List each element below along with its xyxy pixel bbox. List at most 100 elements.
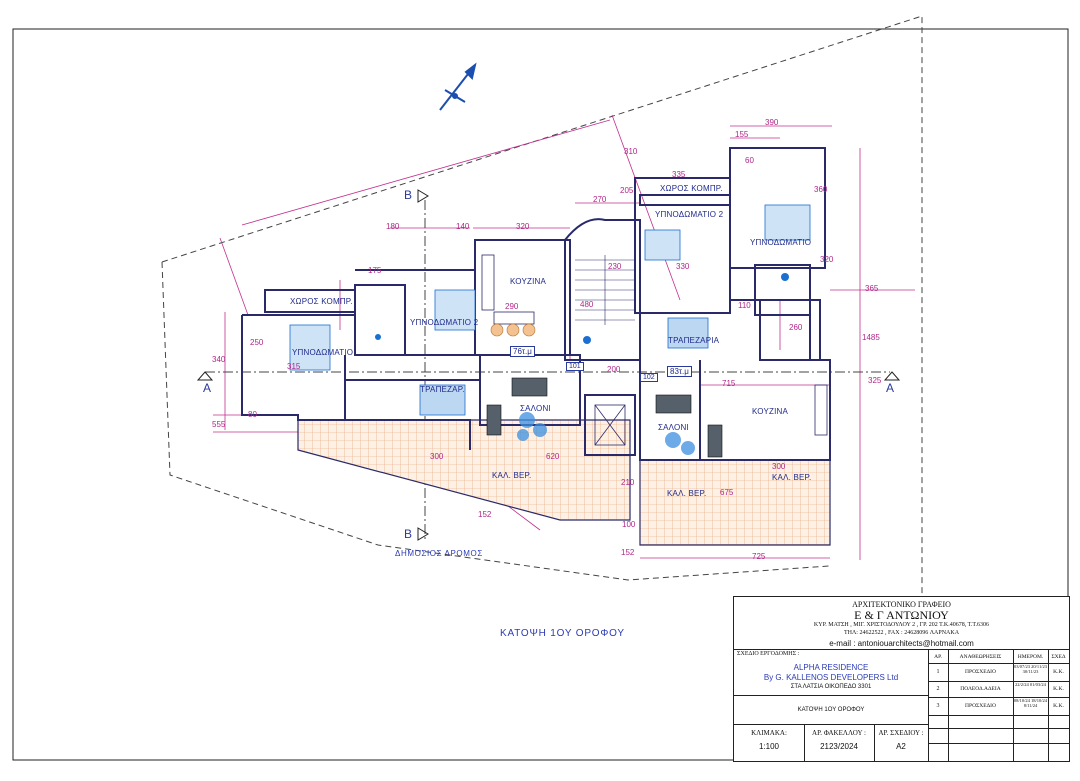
dimension-label: 330 xyxy=(676,262,690,271)
dimension-label: 340 xyxy=(212,355,226,364)
dimension-label: 480 xyxy=(580,300,594,309)
dimension-label: 210 xyxy=(621,478,635,487)
rev-3-by: Κ.Κ. xyxy=(1053,703,1064,709)
drawing-title: ΚΑΤΟΨΗ 1ΟΥ ΟΡΟΦΟΥ xyxy=(500,628,625,639)
dimension-label: 175 xyxy=(368,266,382,275)
dimension-label: 230 xyxy=(608,262,622,271)
scale-label: ΚΛΙΜΑΚΑ: xyxy=(751,729,787,737)
folder-value: 2123/2024 xyxy=(820,742,858,751)
dimension-label: 310 xyxy=(624,147,638,156)
rev-1-desc: ΠΡΟΣΧΕΔΙΟ xyxy=(965,669,996,675)
office-name-line1: ΑΡΧΙΤΕΚΤΟΝΙΚΟ ΓΡΑΦΕΙΟ xyxy=(852,600,951,609)
room-bedroom-1-left: ΥΠΝΟΔΩΜΑΤΙΟ xyxy=(292,348,354,357)
furniture-beds xyxy=(289,204,811,371)
dimension-label: 725 xyxy=(752,552,766,561)
room-veranda-right-2: ΚΑΛ. ΒΕΡ. xyxy=(772,473,812,482)
stairs xyxy=(575,255,635,325)
room-dining-left: ΤΡΑΠΕΖΑΡ. xyxy=(420,385,465,394)
dimension-label: 140 xyxy=(456,222,470,231)
dimension-label: 155 xyxy=(735,130,749,139)
folder-label: ΑΡ. ΦΑΚΕΛΛΟΥ : xyxy=(812,729,866,737)
rev-1-by: Κ.Κ. xyxy=(1053,669,1064,675)
section-marker-a-left: A xyxy=(203,381,212,395)
dimension-label: 620 xyxy=(546,452,560,461)
furniture-sofas xyxy=(486,377,723,458)
dimension-label: 300 xyxy=(772,462,786,471)
room-veranda-right-1: ΚΑΛ. ΒΕΡ. xyxy=(667,489,707,498)
dimension-label: 390 xyxy=(765,118,779,127)
office-phone: ΤΗΛ: 24622522 , FAX : 24628096 ΛΑΡΝΑΚΑ xyxy=(843,630,960,636)
office-address: ΚΥΡ. ΜΑΤΣΗ , ΜΙΓ. ΧΡΙΣΤΟΔΟΥΛΟΥ 2 , ΓΡ. 2… xyxy=(813,622,990,628)
dimension-label: 152 xyxy=(621,548,635,557)
veranda-left xyxy=(297,419,631,521)
dimension-label: 715 xyxy=(722,379,736,388)
rev-header-desc: ΑΝΑΘΕΩΡΗΣΕΙΣ xyxy=(959,654,1002,660)
project-name: ALPHA RESIDENCE xyxy=(793,663,869,672)
scale-value: 1:100 xyxy=(758,742,780,751)
furniture-tables xyxy=(419,317,709,416)
room-bedroom-2-right: ΥΠΝΟΔΩΜΑΤΙΟ 2 xyxy=(655,210,724,219)
section-marker-b-top: B xyxy=(404,188,413,202)
rev-header-no: ΑΡ. xyxy=(934,654,942,660)
dimension-label: 80 xyxy=(248,410,257,419)
dimension-label: 200 xyxy=(607,365,621,374)
office-email: e-mail : antoniouarchitects@hotmail.com xyxy=(829,639,974,648)
rev-header-by: ΣΧΕΔ xyxy=(1051,654,1066,660)
rev-3-desc: ΠΡΟΣΧΕΔΙΟ xyxy=(965,703,996,709)
section-marker-b-bottom: B xyxy=(404,527,413,541)
project-developer: By G. KALLENOS DEVELOPERS Ltd xyxy=(763,673,899,682)
room-kitchen-left: ΚΟΥΖΙΝΑ xyxy=(510,277,547,286)
dimension-label: 270 xyxy=(593,195,607,204)
rev-2-by: Κ.Κ. xyxy=(1053,686,1064,692)
plot-boundary-top xyxy=(161,15,923,758)
title-block: ΑΡΧΙΤΕΚΤΟΝΙΚΟ ΓΡΑΦΕΙΟ Ε & Γ ΑΝΤΩΝΙΟΥ ΚΥΡ… xyxy=(733,596,1070,762)
room-bedroom-2-left: ΥΠΝΟΔΩΜΑΤΙΟ 2 xyxy=(410,318,479,327)
area-badge-right: 83τ.μ xyxy=(667,366,692,377)
dimension-label: 260 xyxy=(789,323,803,332)
dimension-label: 320 xyxy=(820,255,834,264)
rev-1-no: 1 xyxy=(936,669,940,675)
north-arrow-icon xyxy=(439,62,477,111)
dimension-label: 100 xyxy=(622,520,636,529)
room-living-left: ΣΑΛΟΝΙ xyxy=(520,404,551,413)
dimension-label: 152 xyxy=(478,510,492,519)
dimension-label: 60 xyxy=(745,156,754,165)
dimension-label: 250 xyxy=(250,338,264,347)
dimension-label: 365 xyxy=(865,284,879,293)
rev-2-date: 22/2/24 01/03/24 xyxy=(1015,682,1046,687)
plot-boundary-bottom xyxy=(161,261,830,581)
rev-2-no: 2 xyxy=(936,686,940,692)
unit-number-left: 101 xyxy=(566,362,584,371)
furniture-rugs xyxy=(517,412,695,455)
dimension-label: 315 xyxy=(287,362,301,371)
drawing-number-value: A2 xyxy=(896,742,906,751)
section-label: ΣΧΕΔΙΟ ΕΡΓΟΔΟΜΗΣ : xyxy=(737,651,800,657)
sheet-title: ΚΑΤΟΨΗ 1ΟΥ ΟΡΟΦΟΥ xyxy=(797,707,865,713)
dimension-label: 110 xyxy=(738,301,751,310)
dimension-label: 290 xyxy=(505,302,519,311)
dimension-label: 555 xyxy=(212,420,226,429)
section-marker-a-right: A xyxy=(886,381,895,395)
dimension-label: 325 xyxy=(868,376,882,385)
room-bedroom-right: ΥΠΝΟΔΩΜΑΤΙΟ xyxy=(750,238,812,247)
dimension-label: 205 xyxy=(620,186,634,195)
room-kitchen-right: ΚΟΥΖΙΝΑ xyxy=(752,407,789,416)
sheet-border xyxy=(12,28,1069,761)
room-veranda-left: ΚΑΛ. ΒΕΡ. xyxy=(492,471,532,480)
dimension-label: 360 xyxy=(814,185,828,194)
dimension-label: 1485 xyxy=(862,333,880,342)
unit-number-right: 102 xyxy=(640,373,658,382)
dimension-label: 335 xyxy=(672,170,686,179)
street-label: ΔΗΜΟΣΙΟΣ ΔΡΟΜΟΣ xyxy=(395,549,483,558)
rev-3-date: 08/10/24 18/10/24 8/11/24 xyxy=(1013,698,1048,708)
room-storage-left: ΧΩΡΟΣ ΚΟΜΠΡ. xyxy=(290,297,353,306)
rev-header-date: ΗΜΕΡΟΜ. xyxy=(1017,654,1044,660)
dimension-label: 675 xyxy=(720,488,734,497)
rev-1-date: 03/07/23 20/11/23 30/11/23 xyxy=(1014,664,1047,674)
room-living-right: ΣΑΛΟΝΙ xyxy=(658,423,689,432)
dimension-label: 320 xyxy=(516,222,530,231)
room-storage-right: ΧΩΡΟΣ ΚΟΜΠΡ. xyxy=(660,184,723,193)
area-badge-left: 76τ.μ xyxy=(510,346,535,357)
dimension-label: 180 xyxy=(386,222,400,231)
